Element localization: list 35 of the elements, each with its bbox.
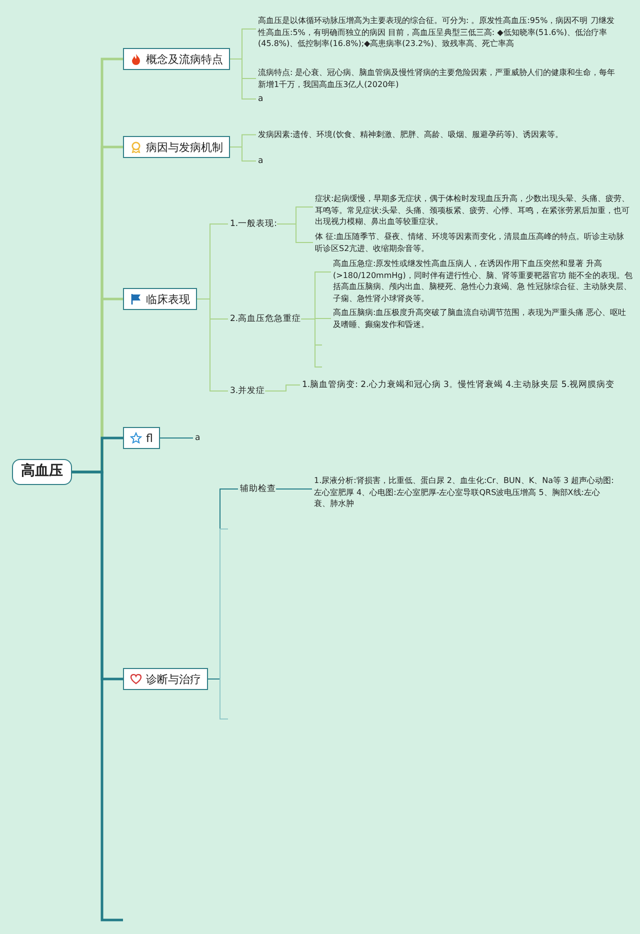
connector-line — [230, 146, 256, 162]
note-text: 流病特点: 是心衰、冠心病、脑血管病及慢性肾病的主要危险因素，严重威胁人们的健康和生命，每年新增1千万，我国高血压3亿人(2020年) — [258, 67, 620, 90]
connector-line — [300, 318, 332, 320]
subtopic-label: 1.脑血管病变: 2.心力衰竭和冠心病 3。慢性肾衰竭 4.主动脉夹层 5.视网膜病变 — [302, 379, 615, 391]
note-text: 症状:起病缓慢，早期多无症状，偶于体检时发现血压升高，少数出现头晕、头痛、疲劳、耳鸣等。常见症状:头晕、头痛、颈项板紧、疲劳、心悸、耳鸣，在紧张劳累后加重，也可出现视力模糊、鼻出血等较重症状。 — [315, 193, 630, 228]
note-text: 1.尿液分析:肾损害，比重低、蛋白尿 2、血生化:Cr、BUN、K、Na等 3 超声心动图:左心室肥厚 4、心电图:左心室肥厚-左心室导联QRS波电压增高 5、胸部X线:左心衰、肺水肿 — [314, 475, 614, 510]
subtopic-label: a — [195, 432, 200, 444]
central-topic-box: 高血压 — [12, 459, 72, 485]
subtopic-label: a — [258, 155, 264, 167]
note-text: 高血压急症:原发性或继发性高血压病人，在诱因作用下血压突然和显著 升高(>180/120mmHg)，同时伴有进行性心、脑、肾等重要靶器官功 能不全的表现。包括高血压脑病、颅内出血、脑梗死、急性心力衰竭、急 性冠脉综合征、主动脉夹层、子痫、急性肾小球肾炎等。 — [333, 258, 633, 304]
subtopic-label: 2.高血压危急重症 — [230, 313, 302, 325]
topic-label: fl — [146, 430, 153, 446]
topic-label: 诊断与治疗 — [146, 672, 201, 688]
note-text: 发病因素:遗传、环境(饮食、精神刺激、肥胖、高龄、吸烟、服避孕药等)、诱因素等。 — [258, 129, 620, 140]
topic-box — [123, 668, 208, 690]
subtopic-label: a — [258, 93, 264, 105]
connector-line — [72, 470, 123, 680]
topic-box — [123, 136, 230, 158]
connector-line — [230, 58, 256, 100]
subtopic-label: 辅助检查 — [240, 483, 276, 495]
connector-line — [264, 384, 300, 392]
note-text: 体 征:血压随季节、昼夜、情绪、环境等因素而变化，清晨血压高峰的特点。听诊主动脉听诊区S2亢进、收缩期杂音等。 — [315, 231, 630, 254]
topic-label: 临床表现 — [146, 292, 190, 308]
subtopic-label: 1.一般表现: — [230, 218, 277, 230]
topic-label: 病因与发病机制 — [146, 140, 223, 156]
topic-label: 概念及流病特点 — [146, 52, 223, 68]
note-text: 高血压是以体循环动脉压增高为主要表现的综合征。可分为: 。原发性高血压:95%，病因不明 刀继发性高血压:5%，有明确而独立的病因 目前，高血压呈典型三低三高: ◆低知晓率(51.6%)、低治疗率(45.8%)、低控制率(16.8%);◆高患病率(23.2%)、致残率高、死亡率高 — [258, 15, 620, 50]
topic-box — [123, 48, 230, 70]
topic-box — [123, 288, 197, 310]
note-text: 高血压脑病:血压极度升高突破了脑血流自动调节范围，表现为严重头痛 恶心、呕吐及嗜睡、癫痫发作和昏迷。 — [333, 307, 633, 330]
connector-line — [276, 224, 314, 243]
connector-line — [196, 298, 228, 392]
topic-box — [123, 427, 160, 449]
connector-line — [276, 488, 312, 490]
subtopic-label: 3.并发症 — [230, 385, 266, 397]
